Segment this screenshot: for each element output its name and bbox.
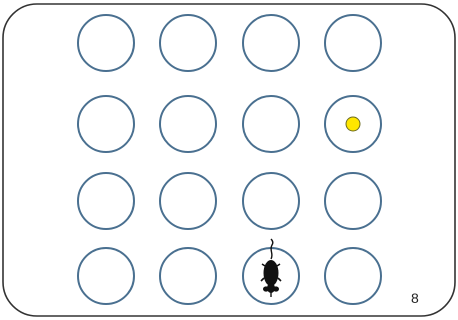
yellow-dot-reward-icon bbox=[346, 117, 360, 131]
arena-border bbox=[3, 4, 455, 316]
well-r1-c3 bbox=[243, 15, 299, 71]
well-r2-c3 bbox=[243, 96, 299, 152]
well-r2-c1 bbox=[78, 96, 134, 152]
well-r3-c2 bbox=[160, 173, 216, 229]
well-r1-c2 bbox=[160, 15, 216, 71]
well-r3-c1 bbox=[78, 173, 134, 229]
well-r1-c4 bbox=[325, 15, 381, 71]
well-r4-c4 bbox=[325, 248, 381, 304]
well-r1-c1 bbox=[78, 15, 134, 71]
well-r3-c3 bbox=[243, 173, 299, 229]
well-r4-c2 bbox=[160, 248, 216, 304]
arena-board bbox=[2, 3, 456, 317]
well-r2-c2 bbox=[160, 96, 216, 152]
well-r4-c1 bbox=[78, 248, 134, 304]
trial-number: 8 bbox=[411, 290, 431, 306]
well-r3-c4 bbox=[325, 173, 381, 229]
